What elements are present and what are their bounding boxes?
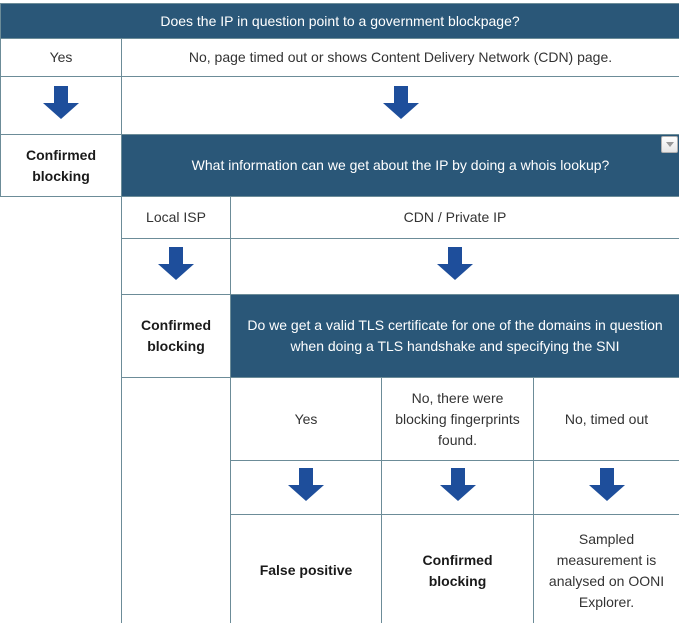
empty-left-column-cell: [0, 196, 122, 623]
q3-timeout-outcome: Sampled measurement is analysed on OONI …: [532, 514, 679, 623]
q3-fingerprints-arrow-cell: [381, 460, 534, 515]
q2-answer-local-isp: Local ISP: [121, 196, 231, 239]
question-2-header: What information can we get about the IP…: [120, 134, 679, 197]
q1-no-arrow-cell: [120, 76, 679, 135]
down-arrow-icon: [439, 468, 476, 501]
question-3-header: Do we get a valid TLS certificate for on…: [229, 294, 679, 378]
q3-fingerprints-outcome: Confirmed blocking: [381, 514, 534, 623]
q3-answer-timeout: No, timed out: [532, 377, 679, 461]
down-arrow-icon: [288, 468, 324, 501]
flowchart-table: Does the IP in question point to a gover…: [0, 3, 679, 623]
down-triangle-glyph: [665, 142, 674, 147]
q3-yes-arrow-cell: [230, 460, 382, 515]
q1-answer-no: No, page timed out or shows Content Deli…: [120, 38, 679, 77]
down-arrow-icon: [158, 247, 194, 280]
down-arrow-icon: [588, 468, 625, 501]
q3-answer-fingerprints: No, there were blocking fingerprints fou…: [381, 377, 534, 461]
q1-answer-yes: Yes: [0, 38, 122, 77]
dropdown-icon[interactable]: [661, 136, 679, 153]
q3-timeout-arrow-cell: [532, 460, 679, 515]
down-arrow-icon: [437, 247, 473, 280]
question-2-text: What information can we get about the IP…: [191, 157, 610, 173]
q3-yes-outcome: False positive: [230, 514, 382, 623]
q1-yes-arrow-cell: [0, 76, 122, 135]
empty-second-column-cell: [121, 377, 231, 623]
down-arrow-icon: [382, 86, 419, 119]
q2-local-outcome: Confirmed blocking: [121, 294, 231, 378]
q2-answer-cdn: CDN / Private IP: [229, 196, 679, 239]
q3-answer-yes: Yes: [230, 377, 382, 461]
q2-local-arrow-cell: [121, 238, 231, 295]
q1-yes-outcome: Confirmed blocking: [0, 134, 122, 197]
down-arrow-icon: [43, 86, 79, 119]
question-1-header: Does the IP in question point to a gover…: [0, 3, 679, 39]
q2-cdn-arrow-cell: [229, 238, 679, 295]
